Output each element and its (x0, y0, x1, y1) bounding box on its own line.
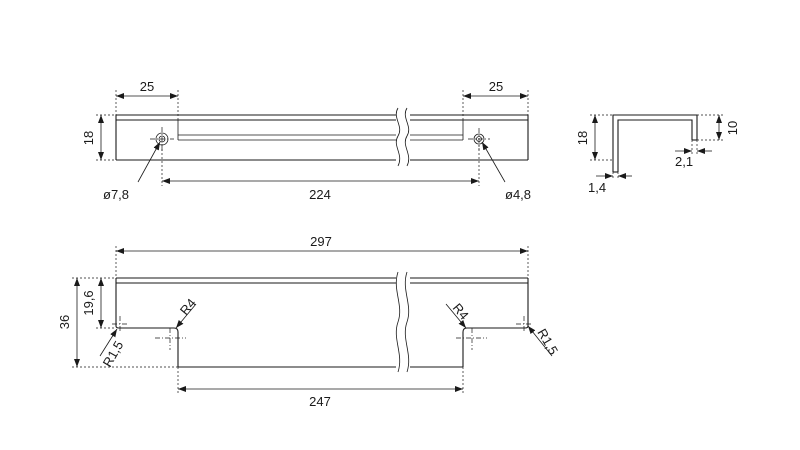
dim-side-thickness-label: 1,4 (588, 180, 606, 195)
dim-side-lip: 10 (697, 114, 740, 141)
dim-top-height: 18 (81, 114, 116, 161)
side-view: 18 10 2,1 1,4 (575, 114, 740, 195)
dim-upper-height: 19,6 (81, 278, 116, 329)
dim-side-height: 18 (575, 114, 613, 161)
dim-total-length: 297 (115, 234, 529, 278)
dim-radius-left-inner-label: R4 (177, 296, 199, 318)
leader-hole-right: ø4,8 (481, 141, 531, 202)
dim-radius-right-inner: R4 (445, 300, 472, 329)
hole-left-diameter-label: ø7,8 (103, 187, 129, 202)
dim-side-lip-thickness-label: 2,1 (675, 154, 693, 169)
dim-top-height-label: 18 (81, 131, 96, 145)
dim-bottom-length-label: 247 (309, 394, 331, 409)
top-view-outline (115, 114, 529, 161)
hole-right (468, 128, 490, 150)
dim-radius-right-outer-label: R1,5 (534, 326, 561, 357)
dim-side-thickness: 1,4 (588, 172, 632, 195)
dim-radius-left-outer-label: R1,5 (100, 338, 127, 369)
leader-hole-left: ø7,8 (103, 141, 161, 202)
front-outline (115, 277, 529, 368)
dim-right-offset: 25 (462, 79, 529, 120)
dim-left-offset: 25 (115, 79, 179, 120)
front-break-symbol (395, 271, 410, 373)
dim-total-height-label: 36 (57, 315, 72, 329)
dim-left-offset-label: 25 (140, 79, 154, 94)
hole-right-diameter-label: ø4,8 (505, 187, 531, 202)
dim-upper-height-label: 19,6 (81, 290, 96, 315)
dim-side-lip-thickness: 2,1 (675, 140, 712, 169)
side-profile (612, 114, 698, 173)
dim-bottom-length: 247 (177, 367, 464, 409)
dim-total-length-label: 297 (310, 234, 332, 249)
dim-radius-right-inner-label: R4 (450, 300, 472, 322)
dim-total-height: 36 (57, 277, 178, 368)
dim-side-height-label: 18 (575, 131, 590, 145)
hole-left (150, 127, 174, 151)
dim-radius-right-outer: R1,5 (527, 325, 561, 357)
dim-side-lip-label: 10 (725, 121, 740, 135)
top-view: 25 25 18 224 ø7,8 (81, 79, 531, 202)
dim-radius-left-inner: R4 (175, 296, 199, 329)
dim-hole-spacing: 224 (161, 145, 480, 202)
dim-hole-spacing-label: 224 (309, 187, 331, 202)
front-center-marks (112, 316, 532, 350)
dim-right-offset-label: 25 (489, 79, 503, 94)
dim-radius-left-outer: R1,5 (100, 328, 127, 370)
front-view: 297 36 19,6 R4 R4 R1,5 (57, 234, 561, 409)
top-break-symbol (395, 107, 410, 167)
